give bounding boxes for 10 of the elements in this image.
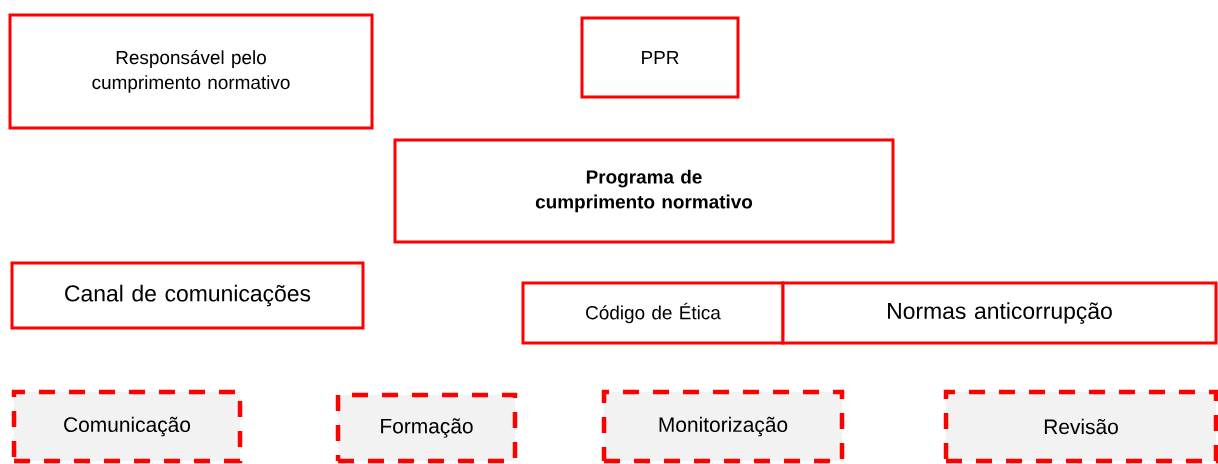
heading-box: Programa de cumprimento normativo	[393, 138, 895, 244]
dashed-box: Revisão	[943, 389, 1218, 464]
dashed-box: Comunicação	[11, 389, 243, 464]
dashed-box: Monitorização	[601, 389, 845, 464]
box: Responsável pelo cumprimento normativo	[8, 13, 374, 130]
box: PPR	[580, 16, 740, 99]
box: Normas anticorrupção	[781, 281, 1218, 345]
dashed-box: Formação	[335, 392, 518, 464]
box: Canal de comunicações	[10, 261, 365, 330]
box: Código de Ética	[521, 281, 785, 345]
